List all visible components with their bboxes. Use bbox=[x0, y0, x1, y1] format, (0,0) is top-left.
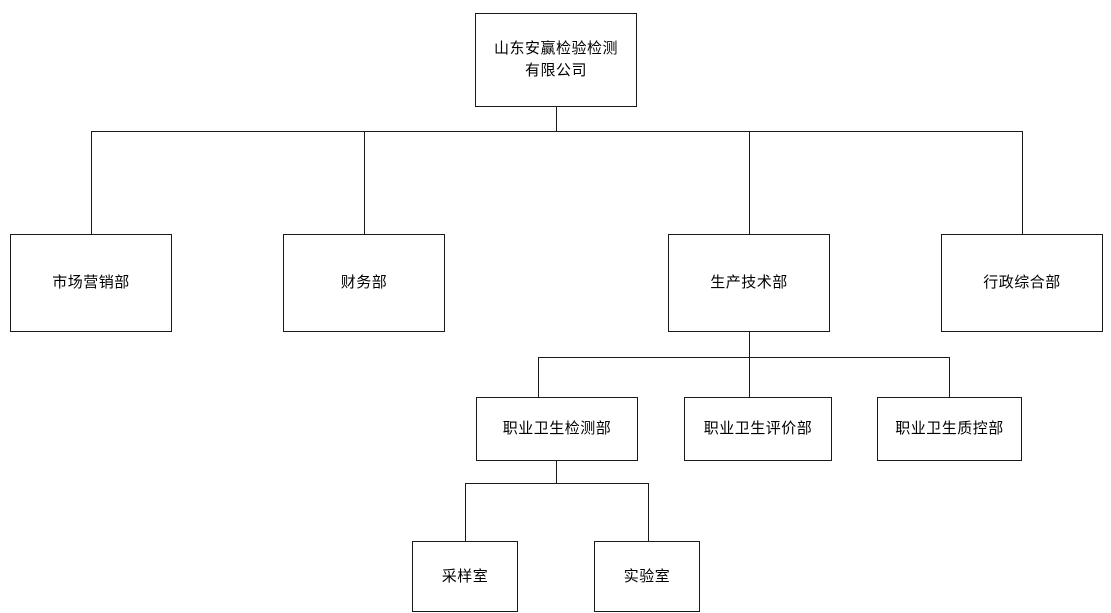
org-node-label-root: 山东安赢检验检测 有限公司 bbox=[493, 39, 618, 79]
connector-drop-laboratory bbox=[648, 483, 649, 541]
connector-drop-production bbox=[749, 131, 750, 234]
connector-bus-level1 bbox=[91, 131, 1022, 132]
org-node-label-laboratory: 实验室 bbox=[623, 566, 671, 585]
org-node-root[interactable]: 山东安赢检验检测 有限公司 bbox=[475, 13, 637, 107]
connector-drop-admin bbox=[1022, 131, 1023, 234]
connector-bus-level2 bbox=[538, 357, 949, 358]
org-node-label-oh-quality: 职业卫生质控部 bbox=[895, 419, 1004, 438]
org-node-production[interactable]: 生产技术部 bbox=[668, 234, 830, 332]
connector-drop-sampling bbox=[465, 483, 466, 541]
connector-drop-marketing bbox=[91, 131, 92, 234]
connector-drop-oh-testing bbox=[538, 357, 539, 397]
org-node-finance[interactable]: 财务部 bbox=[283, 234, 445, 332]
org-node-oh-quality[interactable]: 职业卫生质控部 bbox=[877, 397, 1022, 461]
connector-drop-oh-quality bbox=[949, 357, 950, 397]
org-node-label-finance: 财务部 bbox=[340, 273, 388, 292]
org-node-admin[interactable]: 行政综合部 bbox=[941, 234, 1103, 332]
org-node-label-sampling-room: 采样室 bbox=[441, 566, 489, 585]
org-node-laboratory[interactable]: 实验室 bbox=[594, 541, 700, 612]
connector-root-stem bbox=[556, 107, 557, 131]
org-node-label-production: 生产技术部 bbox=[710, 273, 788, 292]
org-node-oh-testing[interactable]: 职业卫生检测部 bbox=[476, 397, 638, 461]
org-node-sampling-room[interactable]: 采样室 bbox=[412, 541, 518, 612]
org-node-label-admin: 行政综合部 bbox=[983, 273, 1061, 292]
org-node-label-oh-testing: 职业卫生检测部 bbox=[502, 419, 612, 438]
org-node-label-marketing: 市场营销部 bbox=[52, 273, 130, 292]
connector-oh-testing-stem bbox=[556, 461, 557, 483]
connector-production-stem bbox=[749, 332, 750, 357]
org-node-marketing[interactable]: 市场营销部 bbox=[10, 234, 172, 332]
connector-drop-oh-eval bbox=[749, 357, 750, 397]
org-node-oh-evaluation[interactable]: 职业卫生评价部 bbox=[684, 397, 832, 461]
connector-drop-finance bbox=[364, 131, 365, 234]
org-node-label-oh-evaluation: 职业卫生评价部 bbox=[703, 419, 813, 438]
connector-bus-level3 bbox=[465, 483, 648, 484]
